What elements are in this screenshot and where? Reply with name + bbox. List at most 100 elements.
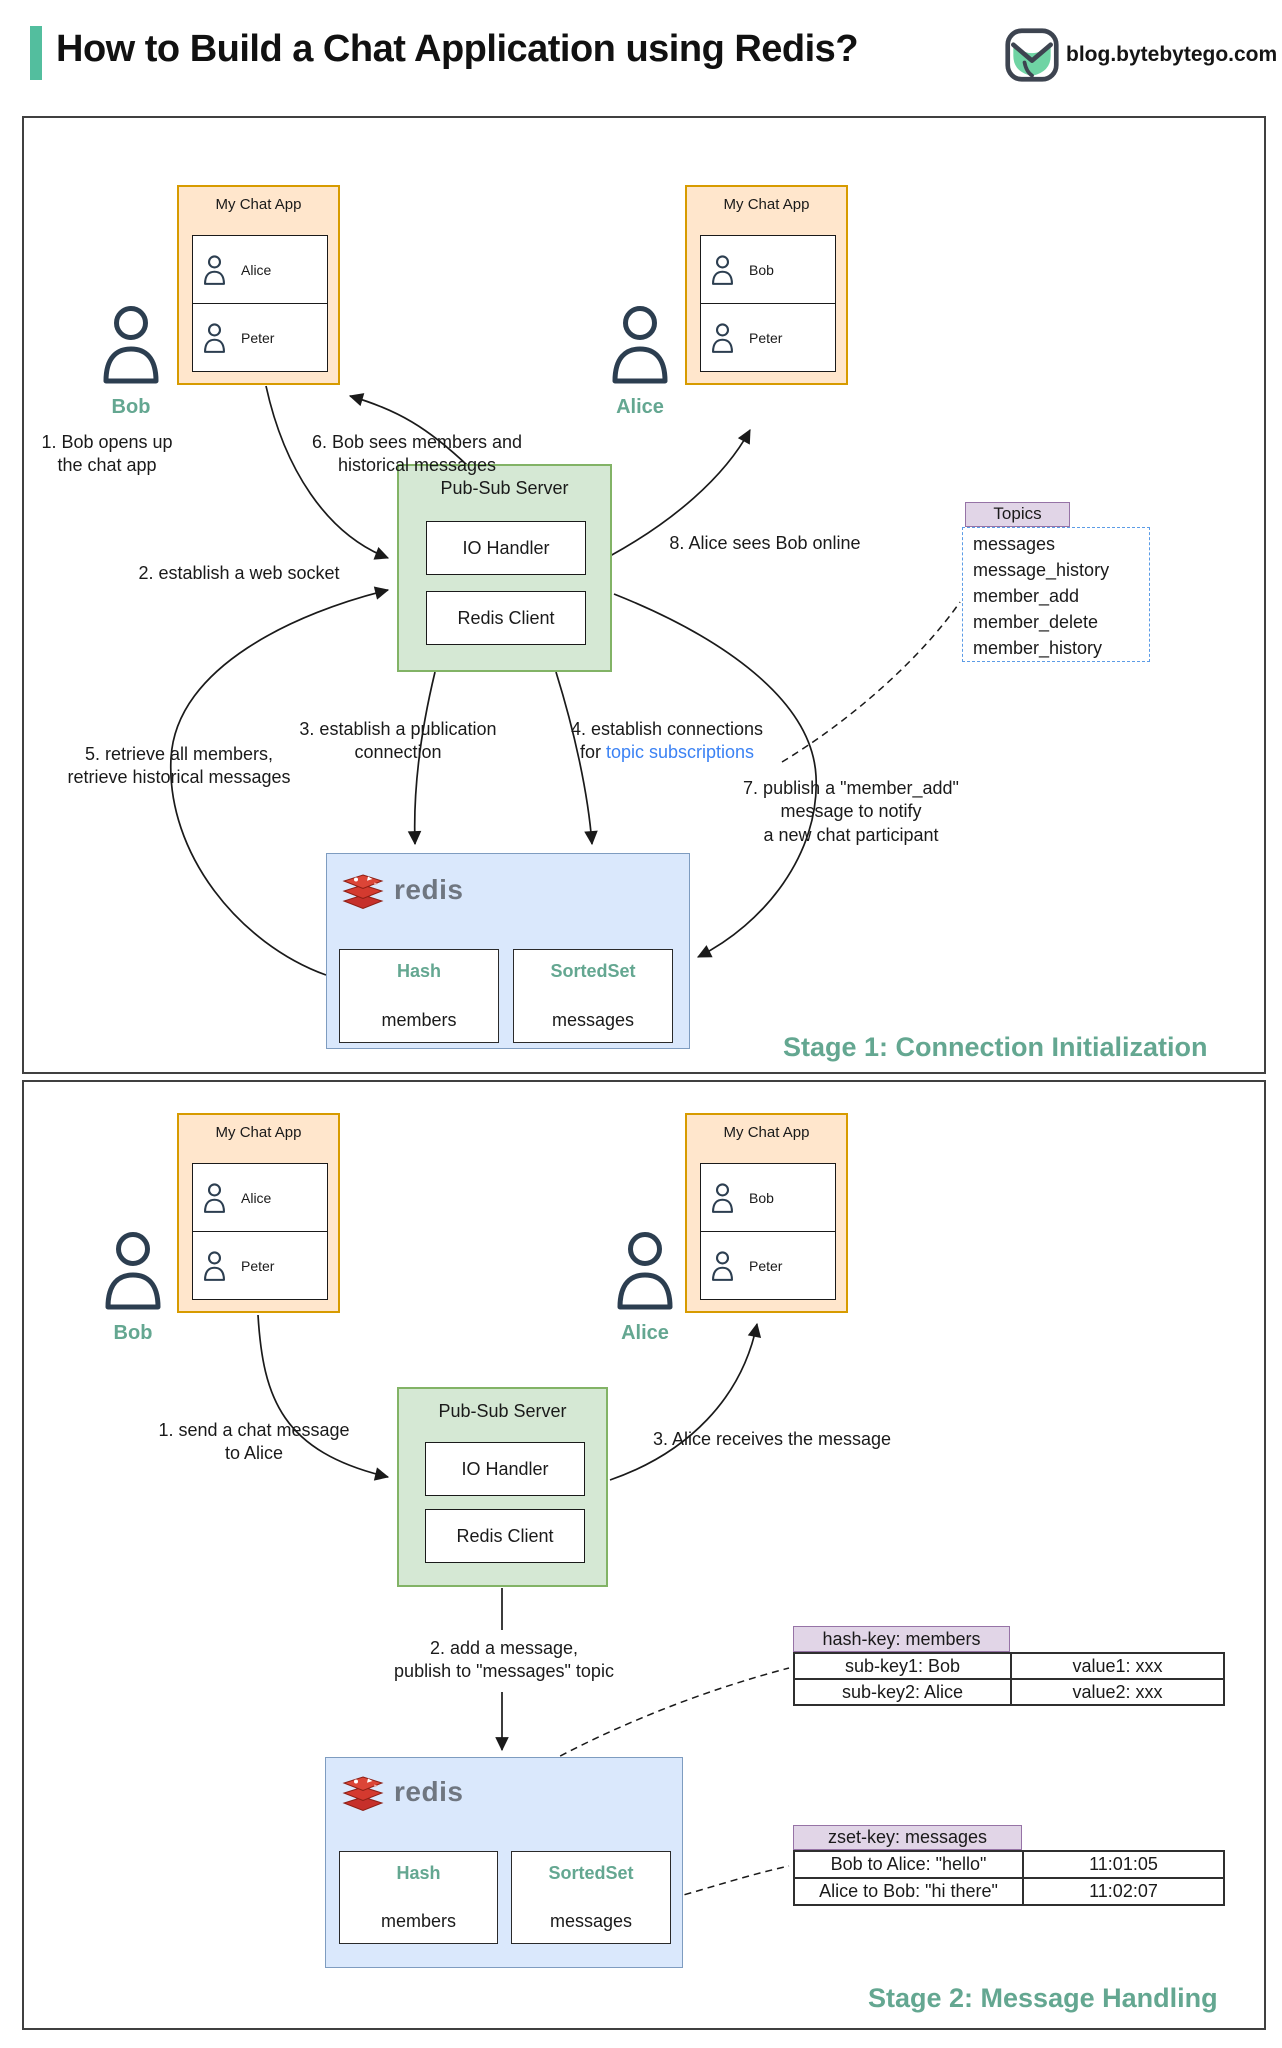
- person-icon: [105, 1232, 161, 1310]
- stage2-frame: [22, 1080, 1266, 2030]
- person-icon: [204, 323, 225, 353]
- member-list: Bob Peter: [700, 1163, 836, 1300]
- member-name: Peter: [749, 329, 783, 346]
- store-key: members: [380, 1911, 456, 1931]
- chat-app-title: My Chat App: [723, 196, 810, 213]
- member-row: Bob: [701, 1164, 835, 1231]
- stage1-frame: [22, 116, 1266, 1074]
- store-key: messages: [551, 1010, 635, 1030]
- topic-item: member_add: [973, 586, 1080, 606]
- title-accent-bar: [30, 26, 42, 80]
- table-cell: Bob to Alice: "hello": [794, 1851, 1023, 1878]
- note-step2: 2. establish a web socket: [138, 563, 340, 583]
- bytebytego-bird-icon: [1005, 28, 1059, 82]
- redis-icon: [342, 874, 384, 910]
- person-icon: [204, 1251, 225, 1281]
- note-step8: 8. Alice sees Bob online: [669, 533, 861, 553]
- member-row: Bob: [701, 236, 835, 303]
- person-icon: [103, 306, 159, 384]
- person-bob-stage1: Bob: [99, 302, 163, 419]
- note-send-message: 1. send a chat message to Alice: [158, 1420, 350, 1464]
- hash-store: Hash members: [339, 949, 499, 1043]
- member-name: Peter: [241, 1257, 275, 1274]
- person-icon: [712, 255, 733, 285]
- redis-logo: redis: [341, 1772, 463, 1812]
- person-name: Bob: [111, 396, 151, 418]
- note-step7: 7. publish a "member_add" message to not…: [743, 778, 959, 845]
- page-title: How to Build a Chat Application using Re…: [56, 28, 859, 70]
- chat-app-bob-stage1: My Chat App Alice Peter: [177, 185, 340, 385]
- table-cell: 11:02:07: [1023, 1878, 1224, 1905]
- topics-header: Topics: [965, 502, 1070, 527]
- redis-box-stage2: redis Hash members SortedSet messages: [325, 1757, 683, 1968]
- member-row: Alice: [193, 236, 327, 303]
- member-row: Peter: [701, 303, 835, 371]
- chat-app-alice-stage1: My Chat App Bob Peter: [685, 185, 848, 385]
- topics-list: messages message_history member_add memb…: [962, 527, 1150, 662]
- store-key: messages: [549, 1911, 633, 1931]
- topic-item: message_history: [973, 560, 1110, 580]
- redis-client-box: Redis Client: [426, 591, 586, 645]
- person-icon: [612, 306, 668, 384]
- person-name: Bob: [113, 1322, 153, 1344]
- person-icon: [617, 1232, 673, 1310]
- member-name: Alice: [241, 1189, 272, 1206]
- person-icon: [712, 323, 733, 353]
- chat-app-title: My Chat App: [215, 196, 302, 213]
- member-name: Bob: [749, 261, 774, 278]
- chat-app-bob-stage2: My Chat App Alice Peter: [177, 1113, 340, 1313]
- chat-app-title: My Chat App: [723, 1124, 810, 1141]
- person-icon: [712, 1183, 733, 1213]
- io-handler-box: IO Handler: [425, 1442, 585, 1496]
- sortedset-store: SortedSet messages: [513, 949, 673, 1043]
- brand-logo: blog.bytebytego.com: [1004, 27, 1277, 83]
- member-name: Alice: [241, 261, 272, 278]
- chat-app-alice-stage2: My Chat App Bob Peter: [685, 1113, 848, 1313]
- redis-wordmark: redis: [394, 1776, 464, 1807]
- pubsub-title: Pub-Sub Server: [438, 1401, 567, 1421]
- chat-app-title: My Chat App: [215, 1124, 302, 1141]
- member-name: Peter: [749, 1257, 783, 1274]
- table-cell: sub-key2: Alice: [794, 1679, 1011, 1705]
- note-step1: 1. Bob opens up the chat app: [41, 432, 173, 476]
- redis-client-box: Redis Client: [425, 1509, 585, 1563]
- topic-item: member_delete: [973, 612, 1099, 632]
- pubsub-server-stage2: Pub-Sub Server IO Handler Redis Client: [397, 1387, 608, 1587]
- member-list: Alice Peter: [192, 1163, 328, 1300]
- store-type: SortedSet: [548, 1863, 634, 1883]
- store-type: SortedSet: [550, 961, 636, 981]
- brand-text: blog.bytebytego.com: [1066, 43, 1278, 66]
- person-bob-stage2: Bob: [101, 1228, 165, 1345]
- zset-table: Bob to Alice: "hello" 11:01:05 Alice to …: [793, 1850, 1225, 1906]
- hash-table: sub-key1: Bob value1: xxx sub-key2: Alic…: [793, 1652, 1225, 1706]
- note-step3: 3. establish a publication connection: [299, 719, 497, 763]
- stage2-label: Stage 2: Message Handling: [868, 1983, 1218, 2013]
- person-name: Alice: [616, 396, 664, 418]
- person-alice-stage1: Alice: [608, 302, 672, 419]
- note-step4: 4. establish connections for topic subsc…: [570, 719, 764, 763]
- store-key: members: [381, 1010, 457, 1030]
- person-icon: [712, 1251, 733, 1281]
- stage1-label: Stage 1: Connection Initialization: [783, 1032, 1208, 1062]
- topic-subscriptions-link: topic subscriptions: [605, 742, 755, 763]
- member-row: Peter: [701, 1231, 835, 1299]
- member-row: Alice: [193, 1164, 327, 1231]
- pubsub-server-stage1: Pub-Sub Server IO Handler Redis Client: [397, 464, 612, 672]
- person-alice-stage2: Alice: [613, 1228, 677, 1345]
- pubsub-title: Pub-Sub Server: [440, 478, 569, 498]
- io-handler-box: IO Handler: [426, 521, 586, 575]
- table-cell: sub-key1: Bob: [794, 1653, 1011, 1679]
- member-name: Peter: [241, 329, 275, 346]
- note-receive-message: 3. Alice receives the message: [652, 1429, 892, 1449]
- member-list: Alice Peter: [192, 235, 328, 372]
- table-cell: value2: xxx: [1011, 1679, 1224, 1705]
- member-row: Peter: [193, 303, 327, 371]
- topic-item: messages: [973, 534, 1056, 554]
- note-step5: 5. retrieve all members, retrieve histor…: [67, 744, 291, 788]
- table-cell: value1: xxx: [1011, 1653, 1224, 1679]
- store-type: Hash: [396, 961, 441, 981]
- table-cell: Alice to Bob: "hi there": [794, 1878, 1023, 1905]
- table-cell: 11:01:05: [1023, 1851, 1224, 1878]
- member-row: Peter: [193, 1231, 327, 1299]
